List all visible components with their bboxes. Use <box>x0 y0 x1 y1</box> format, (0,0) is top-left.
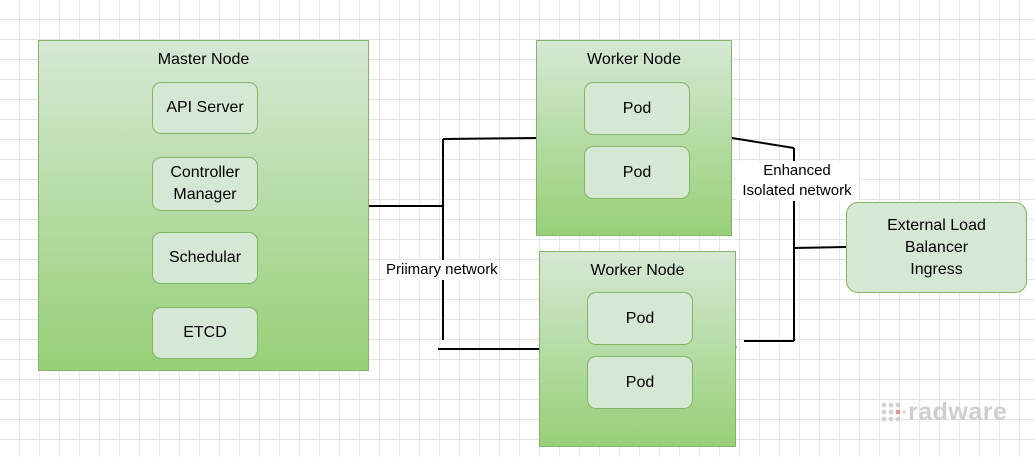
pod-label: Pod <box>622 99 652 117</box>
external-load-balancer-label: External Load Balancer Ingress <box>887 216 986 278</box>
worker-node-bottom: Worker Node <box>539 251 736 447</box>
api-server-box: API Server <box>152 82 258 134</box>
radware-watermark: radware <box>880 398 1007 427</box>
pod-box: Pod <box>584 82 690 135</box>
pod-label: Pod <box>622 163 652 181</box>
controller-manager-box: Controller Manager <box>152 157 258 211</box>
radware-logo-icon <box>881 402 906 421</box>
pod-box: Pod <box>587 356 693 409</box>
pod-label: Pod <box>625 309 655 327</box>
isolated-network-label: Enhanced Isolated network <box>736 161 858 201</box>
pod-box: Pod <box>587 292 693 345</box>
master-node-title: Master Node <box>157 51 250 68</box>
pod-label: Pod <box>625 373 655 391</box>
pod-box: Pod <box>584 146 690 199</box>
worker-node-top-title: Worker Node <box>587 51 681 68</box>
controller-manager-label: Controller Manager <box>170 164 240 203</box>
scheduler-label: Schedular <box>168 249 242 266</box>
worker-node-bottom-title: Worker Node <box>590 262 685 279</box>
external-load-balancer-box: External Load Balancer Ingress <box>846 202 1027 293</box>
etcd-label: ETCD <box>183 324 227 341</box>
radware-text: radware <box>908 398 1008 426</box>
worker-node-top: Worker Node <box>536 40 732 236</box>
api-server-label: API Server <box>166 99 244 116</box>
scheduler-box: Schedular <box>152 232 258 284</box>
primary-network-label: Priimary network <box>385 260 499 280</box>
etcd-box: ETCD <box>152 307 258 359</box>
